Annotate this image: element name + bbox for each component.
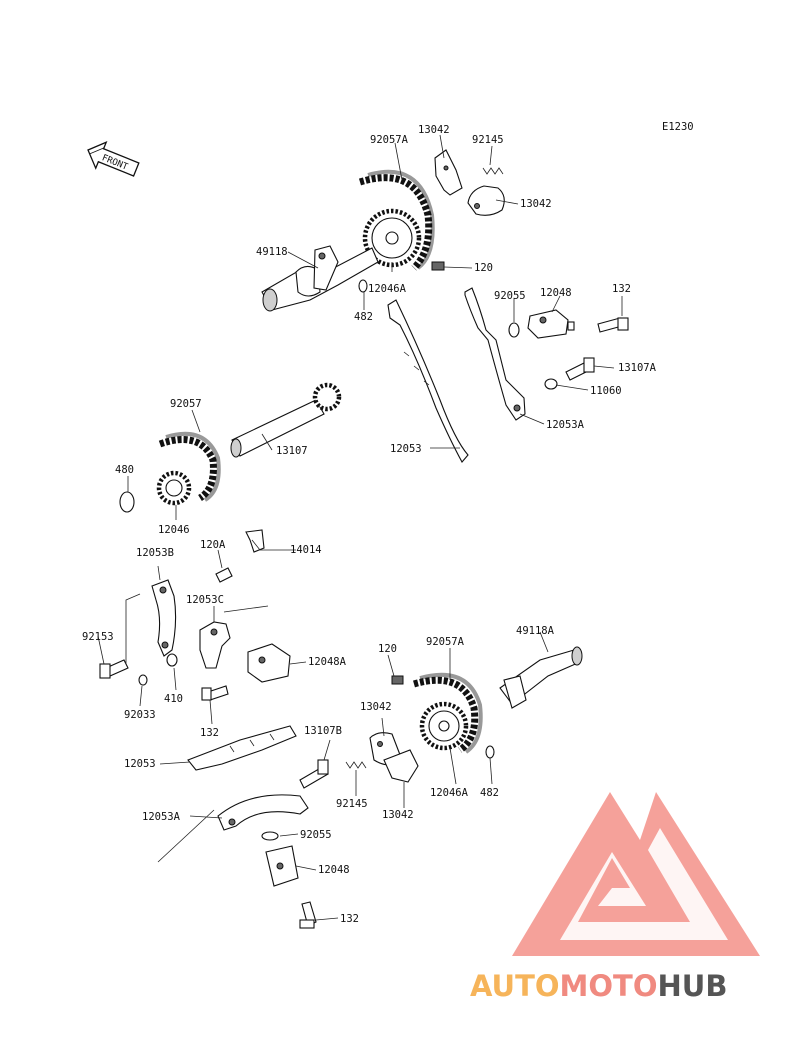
bottom-tensioner-12048-icon [265,845,299,887]
label-13042-top: 13042 [418,124,450,136]
label-12046A-bot: 12046A [430,787,469,799]
mid-guide-12053C-icon [199,621,231,669]
label-12053C: 12053C [186,594,224,606]
bottom-guide-12053A-icon [217,794,309,831]
label-49118: 49118 [256,246,288,258]
label-92057: 92057 [170,398,202,410]
bottom-guide-12053-icon [187,725,297,771]
label-12048-bot: 12048 [318,864,350,876]
label-13107B: 13107B [304,725,342,737]
front-arrow-icon: FRONT [87,141,140,177]
bottom-chain-92057A-icon [413,672,483,754]
top-bolt-120-icon [431,261,445,271]
label-482-top: 482 [354,311,373,323]
mid-bracket-14014-icon [245,529,265,553]
label-12046A-top: 12046A [368,283,407,295]
label-12046: 12046 [158,524,190,536]
label-92055-bot: 92055 [300,829,332,841]
top-bolt-132-icon [597,317,629,333]
top-plate-icon [467,185,505,216]
brand-auto: AUTOMOTOHUB [470,969,727,1003]
mid-bolt-132-icon [201,685,229,701]
figure-code: E1230 [662,121,694,133]
bottom-oring-92055-icon [261,831,279,841]
label-13042-right: 13042 [520,198,552,210]
brand-auto-text: AUTO [470,969,560,1003]
mid-bolt-120A-icon [215,567,233,583]
top-camshaft-icon [261,245,379,312]
label-12053A-bot: 12053A [142,811,181,823]
label-92057A-top: 92057A [370,134,409,146]
label-132-bot: 132 [340,913,359,925]
mid-ring-480-icon [119,491,135,513]
bottom-spring-92145-icon [345,761,367,769]
label-92153: 92153 [82,631,114,643]
label-12053A-top: 12053A [546,419,585,431]
label-12053-mid: 12053 [390,443,422,455]
bottom-lever-13042-icon [383,749,419,783]
mid-bolt-92153-icon [99,659,129,679]
bottom-bolt-132-icon [299,901,317,929]
label-120A: 120A [200,539,226,551]
label-132-mid: 132 [200,727,219,739]
label-14014: 14014 [290,544,322,556]
top-cap-bolt-13107A-icon [565,357,595,381]
label-12048-top: 12048 [540,287,572,299]
leader-lines [97,134,623,921]
top-washer-482-icon [358,279,368,293]
top-chain-guide-icon [387,299,469,463]
label-120-top: 120 [474,262,493,274]
label-13107: 13107 [276,445,308,457]
label-13042-bot-top: 13042 [360,701,392,713]
label-13042-bot: 13042 [382,809,414,821]
bottom-washer-482-icon [485,745,495,759]
mid-shaft-13107-icon [230,382,342,458]
label-49118A: 49118A [516,625,555,637]
bottom-bolt-120-icon [391,675,404,685]
mid-sprocket-12046-icon [156,470,192,506]
bottom-camshaft-49118A-icon [499,646,583,709]
label-92145-bot: 92145 [336,798,368,810]
top-tensioner-lever-icon [434,149,463,196]
label-482-bot: 482 [480,787,499,799]
bottom-cap-13107B-icon [299,759,329,789]
brand-moto-text: MOTO [560,969,658,1003]
label-12048A: 12048A [308,656,347,668]
label-11060: 11060 [590,385,622,397]
label-12053-bot: 12053 [124,758,156,770]
label-92033: 92033 [124,709,156,721]
label-92057A-bot: 92057A [426,636,465,648]
bottom-sprocket-12046A-icon [419,701,469,751]
label-410: 410 [164,693,183,705]
top-spring-icon [482,167,504,175]
top-washer-11060-icon [544,378,558,390]
label-13107A: 13107A [618,362,657,374]
label-92055-top: 92055 [494,290,526,302]
top-cam-chain-icon [358,169,435,271]
top-tensioner-12048-icon [508,309,575,339]
mid-washer-410-icon [166,653,178,667]
part-labels: 92057A 13042 92145 13042 49118 120 12046… [82,124,657,925]
label-120-bot: 120 [378,643,397,655]
top-tensioner-guide-icon [464,287,526,421]
label-480: 480 [115,464,134,476]
mid-chain-92057-icon [158,431,221,502]
mid-guide-12053B-icon [151,579,177,657]
mid-tensioner-12048A-icon [247,643,291,683]
label-132-top: 132 [612,283,631,295]
mid-ring-92033-icon [138,674,148,686]
automotohub-logo-icon [512,792,760,956]
brand-hub-text: HUB [658,969,728,1003]
label-92145-top: 92145 [472,134,504,146]
label-12053B: 12053B [136,547,174,559]
